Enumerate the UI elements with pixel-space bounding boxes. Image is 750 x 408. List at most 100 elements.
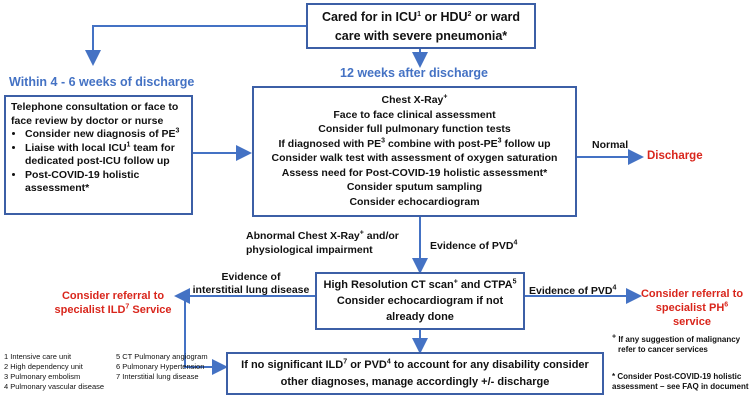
footnotes-col2: 5 CT Pulmonary angiogram 6 Pulmonary Hyp… <box>116 352 208 382</box>
note-malignancy: + If any suggestion of malignancy refer … <box>612 333 741 355</box>
center-line: Consider full pulmonary function tests <box>318 123 511 135</box>
pvd-center-sup: 4 <box>513 239 518 247</box>
hrct-text-b: and CTPA <box>457 279 513 291</box>
center-line: Consider echocardiogram <box>349 195 480 208</box>
ph-referral-sup: 6 <box>724 301 729 309</box>
footnote-item: 1 Intensive care unit <box>4 352 72 361</box>
top-box-sup2: 2 <box>467 10 472 18</box>
bottom-text-a: If no significant ILD <box>241 359 344 371</box>
ph-referral: Consider referral to specialist PH6 serv… <box>636 287 748 329</box>
center-line-text-after2: follow up <box>501 137 551 150</box>
bottom-line2: other diagnoses, manage accordingly +/- … <box>280 376 550 388</box>
center-line-sup: + <box>443 93 448 101</box>
center-line: Chest X-Ray+ <box>254 93 575 108</box>
hrct-sup2: 5 <box>512 278 517 286</box>
abnormal-cxr-line2: physiological impairment <box>246 244 373 256</box>
top-box: Cared for in ICU1 or HDU2 or ward care w… <box>306 3 536 49</box>
ild-referral-text-after: Service <box>129 304 172 316</box>
bottom-line1: If no significant ILD7 or PVD4 to accoun… <box>228 357 602 374</box>
list-item-text-after: team for dedicated post-ICU follow up <box>25 141 175 168</box>
list-item-sup: 1 <box>126 141 131 148</box>
ild-referral-sup: 7 <box>125 303 130 311</box>
center-line-text-after: combine with post-PE <box>385 137 498 150</box>
bottom-text-c: to account for any disability consider <box>390 359 589 371</box>
abnormal-cxr-label: Abnormal Chest X-Ray+ and/or physiologic… <box>246 229 399 257</box>
ild-referral-line1: Consider referral to <box>61 290 165 302</box>
center-line-sup: 3 <box>381 137 386 144</box>
hrct-line2: Consider echocardiogram if not <box>336 295 504 307</box>
note-malignancy-line2: refer to cancer services <box>618 345 708 354</box>
center-line-text: If diagnosed with PE <box>278 137 382 150</box>
footnote-item: 2 High dependency unit <box>4 362 83 371</box>
bottom-sup2: 4 <box>386 358 391 366</box>
ild-evidence-line2: interstitial lung disease <box>192 284 310 296</box>
pvd-label-right: Evidence of PVD4 <box>529 285 616 298</box>
center-line: Consider sputum sampling <box>346 181 483 193</box>
note-malignancy-sup: + <box>612 333 617 341</box>
pvd-right-text: Evidence of PVD <box>529 285 613 297</box>
footnote-item: 6 Pulmonary Hypertension <box>116 362 205 371</box>
ild-evidence-label: Evidence of interstitial lung disease <box>186 271 316 297</box>
hrct-box: High Resolution CT scan+ and CTPA5 Consi… <box>315 272 525 330</box>
hrct-sup1: + <box>453 278 458 286</box>
center-line: If diagnosed with PE3 combine with post-… <box>254 137 575 152</box>
abnormal-cxr-sup: + <box>359 229 364 237</box>
list-item-text: Liaise with local ICU <box>25 141 127 154</box>
bottom-box: If no significant ILD7 or PVD4 to accoun… <box>226 352 604 395</box>
top-box-sup1: 1 <box>417 10 421 18</box>
center-line-sup2: 3 <box>497 137 502 144</box>
left-box-intro: Telephone consultation or face to face r… <box>11 101 179 127</box>
top-box-line2: care with severe pneumonia* <box>334 29 508 43</box>
bottom-sup1: 7 <box>343 358 348 366</box>
hrct-line1: High Resolution CT scan+ and CTPA5 <box>317 277 523 293</box>
note-holistic: * Consider Post-COVID-19 holistic assess… <box>612 372 749 392</box>
top-box-text-c: or ward <box>471 10 521 24</box>
discharge-label: Discharge <box>647 150 703 162</box>
abnormal-cxr-text: Abnormal Chest X-Ray <box>246 230 360 242</box>
footnote-item: 3 Pulmonary embolism <box>4 372 81 381</box>
ild-referral-text: specialist ILD <box>54 304 126 316</box>
ild-referral: Consider referral to specialist ILD7 Ser… <box>48 289 178 317</box>
footnote-item: 5 CT Pulmonary angiogram <box>116 352 208 361</box>
ph-referral-line2: specialist PH6 service <box>636 301 748 329</box>
list-item-text: Post-COVID-19 holistic assessment* <box>25 168 140 195</box>
pvd-label-center: Evidence of PVD4 <box>430 239 518 253</box>
list-item-sup: 3 <box>175 127 180 135</box>
ph-referral-text-after: service <box>673 316 711 328</box>
note-holistic-line1: * Consider Post-COVID-19 holistic <box>612 372 742 381</box>
ph-referral-line1: Consider referral to <box>640 288 744 300</box>
list-item: Post-COVID-19 holistic assessment* <box>25 169 187 196</box>
left-box-list: Consider new diagnosis of PE3 Liaise wit… <box>11 128 187 196</box>
arrow-top-to-left <box>85 25 306 66</box>
top-box-line1: Cared for in ICU1 or HDU2 or ward <box>308 8 534 27</box>
normal-label: Normal <box>592 139 629 151</box>
ild-referral-line2: specialist ILD7 Service <box>48 303 178 317</box>
ph-referral-text: specialist PH <box>655 302 725 314</box>
note-malignancy-text: If any suggestion of malignancy <box>616 335 741 344</box>
header-12-weeks: 12 weeks after discharge <box>340 66 488 80</box>
bottom-text-b: or PVD <box>347 359 387 371</box>
pvd-center-text: Evidence of PVD <box>430 240 514 252</box>
ild-evidence-line1: Evidence of <box>221 271 281 283</box>
left-box: Telephone consultation or face to face r… <box>4 95 193 215</box>
top-box-text-a: Cared for in ICU <box>321 10 418 24</box>
hrct-line3: already done <box>386 311 454 323</box>
center-line-text: Chest X-Ray <box>381 94 444 106</box>
center-line: Consider walk test with assessment of ox… <box>271 152 558 164</box>
abnormal-cxr-text-after: and/or <box>363 230 399 242</box>
center-line: Assess need for Post-COVID-19 holistic a… <box>281 166 548 179</box>
list-item: Liaise with local ICU1 team for dedicate… <box>25 141 187 169</box>
center-box: Chest X-Ray+ Face to face clinical asses… <box>252 86 577 217</box>
list-item: Consider new diagnosis of PE3 <box>25 128 187 142</box>
list-item-text: Consider new diagnosis of PE <box>25 128 176 140</box>
footnote-item: 7 Interstitial lung disease <box>116 372 199 381</box>
hrct-text-a: High Resolution CT scan <box>323 279 454 291</box>
header-within-4-6-weeks: Within 4 - 6 weeks of discharge <box>9 75 195 89</box>
top-box-text-b: or HDU <box>421 10 468 24</box>
note-holistic-line2: assessment – see FAQ in document <box>612 382 749 391</box>
footnote-item: 4 Pulmonary vascular disease <box>4 382 105 391</box>
arrow-left-to-bottom <box>184 296 228 375</box>
footnotes-col1: 1 Intensive care unit 2 High dependency … <box>4 352 104 392</box>
center-line: Face to face clinical assessment <box>333 108 496 121</box>
